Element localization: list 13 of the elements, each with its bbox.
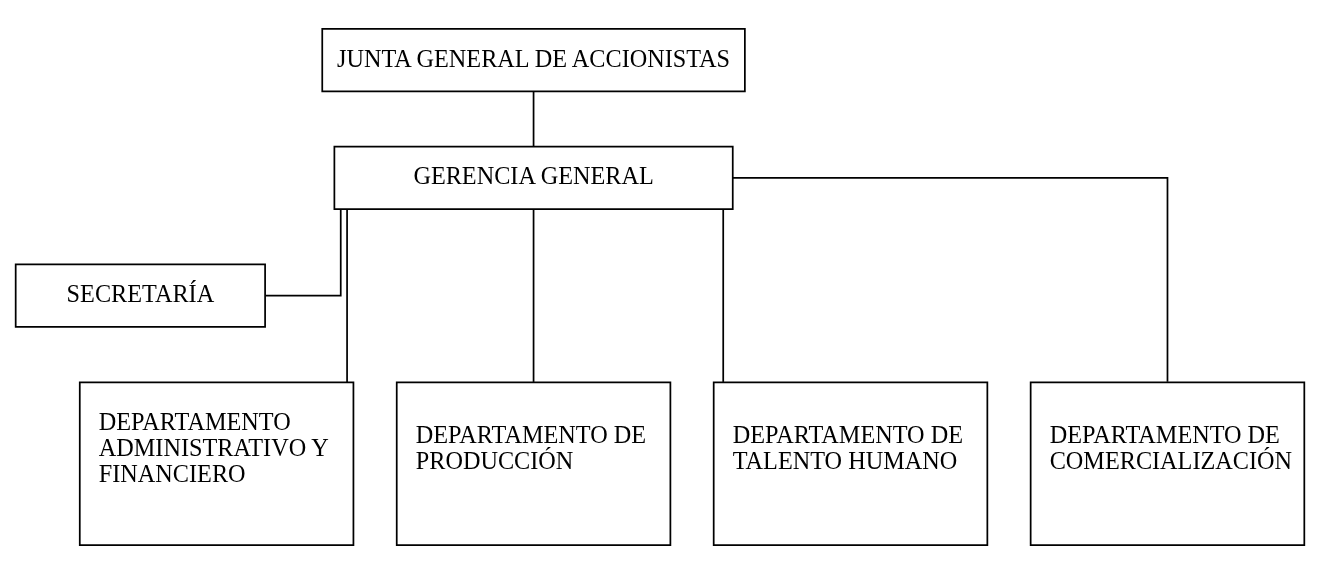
connector (532, 90, 535, 148)
connector (722, 208, 725, 383)
connector (532, 208, 535, 383)
node-box: DEPARTAMENTO ADMINISTRATIVO Y FINANCIERO (78, 381, 355, 546)
connector (346, 208, 348, 383)
node-box: JUNTA GENERAL DE ACCIONISTAS (321, 28, 746, 93)
node-box: GERENCIA GENERAL (333, 145, 734, 210)
node-box: DEPARTAMENTO DE TALENTO HUMANO (712, 381, 989, 546)
connector (731, 177, 1169, 383)
node-box: DEPARTAMENTO DE COMERCIALIZACIÓN (1029, 381, 1306, 546)
connector (264, 208, 342, 297)
node-box: SECRETARÍA (14, 263, 266, 328)
node-box: DEPARTAMENTO DE PRODUCCIÓN (395, 381, 672, 546)
